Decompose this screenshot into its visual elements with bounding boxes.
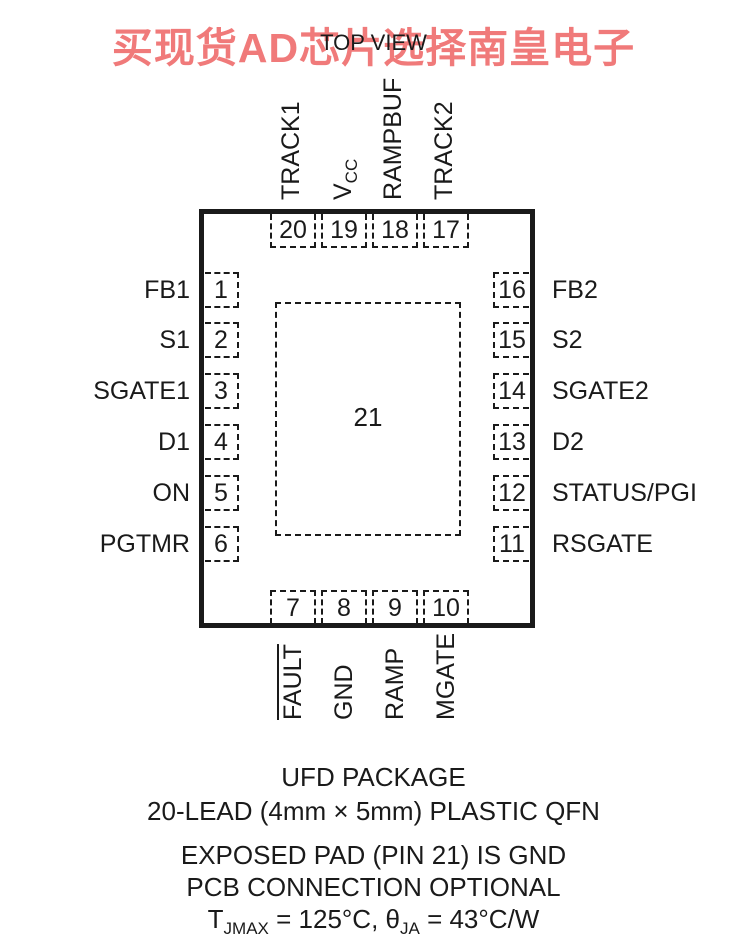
pin-label-fb2: FB2	[552, 276, 598, 304]
pin-1: 1	[205, 272, 239, 308]
pin-label-pgtmr: PGTMR	[99, 530, 190, 558]
caption-exposed-pad: EXPOSED PAD (PIN 21) IS GND	[180, 840, 567, 870]
top-view-label: TOP VIEW	[320, 30, 427, 55]
pin-4: 4	[205, 424, 239, 460]
pin-label-mgate: MGATE	[432, 632, 460, 720]
pin-label-on: ON	[152, 479, 191, 507]
pin-label-fault: FAULT	[279, 644, 307, 720]
pin-17: 17	[423, 214, 469, 248]
pin-11: 11	[493, 526, 529, 562]
caption-lead: 20-LEAD (4mm × 5mm) PLASTIC QFN	[147, 796, 600, 826]
pin-9: 9	[372, 590, 418, 624]
pin-19: 19	[321, 214, 367, 248]
pin-label-status-pgi: STATUS/PGI	[552, 479, 697, 507]
pin-label-ramp: RAMP	[381, 647, 409, 720]
pin-label-track1: TRACK1	[277, 101, 305, 200]
pin-label-sgate1: SGATE1	[93, 377, 190, 405]
pin-8: 8	[321, 590, 367, 624]
pin-label-vcc: VCC	[329, 158, 361, 200]
pin-2: 2	[205, 322, 239, 358]
pin-label-d1: D1	[158, 428, 190, 456]
pin-label-gnd: GND	[330, 664, 358, 720]
pin-6: 6	[205, 526, 239, 562]
caption-package: UFD PACKAGE	[281, 762, 466, 792]
pin-label-s2: S2	[552, 326, 583, 354]
pin-7: 7	[270, 590, 316, 624]
pin-18: 18	[372, 214, 418, 248]
pin-label-rsgate: RSGATE	[552, 530, 653, 558]
pin-label-d2: D2	[552, 428, 584, 456]
exposed-pad	[275, 302, 461, 536]
pin-10: 10	[423, 590, 469, 624]
pin-label-track2: TRACK2	[430, 101, 458, 200]
exposed-pad-number: 21	[353, 402, 383, 432]
pin-label-fb1: FB1	[144, 276, 190, 304]
pin-13: 13	[493, 424, 529, 460]
pin-5: 5	[205, 475, 239, 511]
pin-12: 12	[493, 475, 529, 511]
watermark: 买现货AD芯片选择南皇电子	[111, 25, 636, 71]
pin-label-sgate2: SGATE2	[552, 377, 649, 405]
pin-label-s1: S1	[159, 326, 190, 354]
pin-3: 3	[205, 373, 239, 409]
pin-20: 20	[270, 214, 316, 248]
caption-thermal: TJMAX = 125°C, θJA = 43°C/W	[207, 904, 540, 939]
pin-label-rampbuf: RAMPBUF	[379, 77, 407, 200]
pin-14: 14	[493, 373, 529, 409]
caption-pcb: PCB CONNECTION OPTIONAL	[186, 872, 561, 902]
package-outline	[199, 209, 535, 628]
pin-15: 15	[493, 322, 529, 358]
pin-16: 16	[493, 272, 529, 308]
